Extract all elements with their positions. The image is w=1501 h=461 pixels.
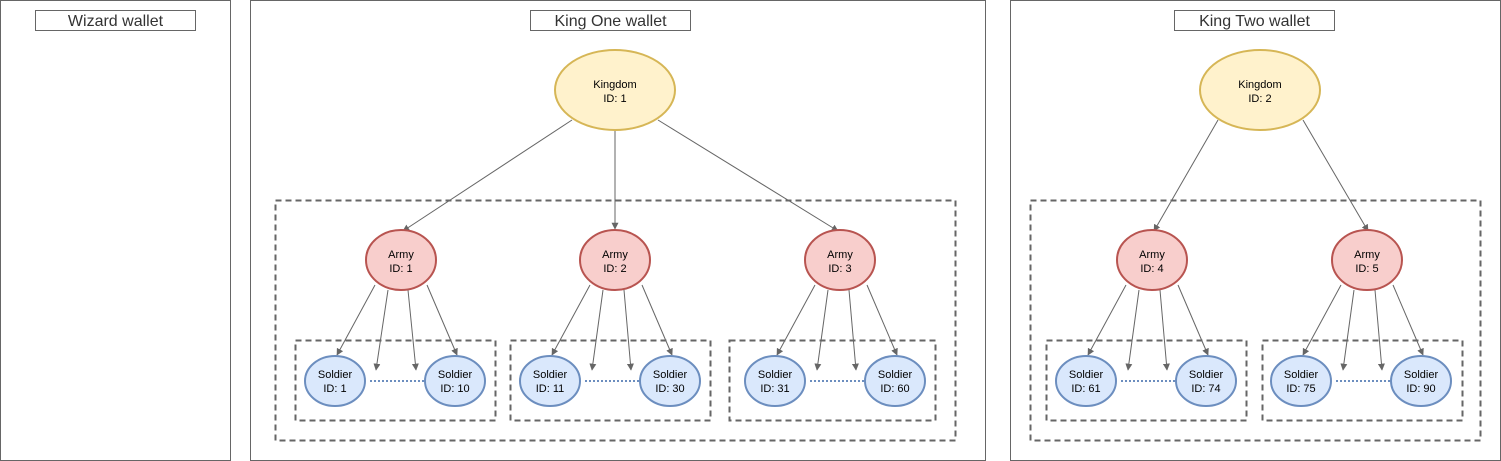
soldier-node — [304, 355, 366, 407]
edge-army1-soldier1 — [336, 284, 376, 356]
king-two-wallet-title: King Two wallet — [1199, 13, 1310, 30]
soldier-label: Soldier — [653, 369, 688, 381]
army-id: ID: 5 — [1355, 263, 1378, 275]
soldier-label: Soldier — [878, 369, 913, 381]
army-id: ID: 3 — [828, 263, 851, 275]
army-3-soldiers-group — [728, 339, 937, 422]
kingdom-label: Kingdom — [593, 79, 636, 91]
army-label: Army — [602, 249, 628, 261]
edge-army5-soldier-mid-b — [1374, 289, 1385, 371]
army-label: Army — [827, 249, 853, 261]
edge-army2-soldier-mid-b — [623, 289, 634, 371]
edge-army1-soldier-mid-a — [373, 289, 389, 371]
soldier-node — [864, 355, 926, 407]
wizard-wallet-title-box — [35, 10, 196, 31]
soldier-node — [1390, 355, 1452, 407]
edge-army2-soldier11 — [551, 284, 591, 356]
soldier-node — [1175, 355, 1237, 407]
edge-army1-soldier-mid-b — [407, 289, 419, 371]
edge-army3-soldier-mid-a — [814, 289, 829, 371]
soldier-label: Soldier — [1284, 369, 1319, 381]
edge-army2-soldier-mid-a — [589, 289, 604, 371]
army-1-soldiers-group — [294, 339, 497, 422]
edge-kingdom2-army5 — [1302, 119, 1369, 232]
soldier-id: ID: 10 — [440, 383, 469, 395]
soldier-label: Soldier — [1189, 369, 1224, 381]
soldier-id: ID: 75 — [1286, 383, 1315, 395]
army-id: ID: 4 — [1140, 263, 1163, 275]
army-id: ID: 2 — [603, 263, 626, 275]
edge-army5-soldier-mid-a — [1340, 289, 1355, 371]
army-node — [1116, 229, 1188, 291]
king-two-armies-group — [1029, 199, 1482, 442]
king-one-wallet-title-box — [530, 10, 691, 31]
soldier-id: ID: 31 — [760, 383, 789, 395]
soldier-label: Soldier — [1069, 369, 1104, 381]
edge-army3-soldier60 — [866, 284, 898, 356]
edge-army4-soldier74 — [1177, 284, 1209, 356]
soldier-label: Soldier — [533, 369, 568, 381]
soldier-label: Soldier — [438, 369, 473, 381]
edge-army4-soldier61 — [1087, 284, 1127, 356]
army-node — [804, 229, 876, 291]
army-label: Army — [1139, 249, 1165, 261]
edge-kingdom2-army4 — [1153, 119, 1219, 232]
edge-kingdom1-army1 — [402, 119, 573, 232]
soldier-node — [1055, 355, 1117, 407]
soldier-node — [1270, 355, 1332, 407]
wizard-wallet-title: Wizard wallet — [68, 13, 164, 30]
kingdom-node — [554, 49, 676, 131]
edge-army1-soldier10 — [426, 284, 458, 356]
soldier-id: ID: 1 — [323, 383, 346, 395]
edge-kingdom1-army3 — [657, 119, 839, 232]
soldier-label: Soldier — [1404, 369, 1439, 381]
edge-army4-soldier-mid-a — [1125, 289, 1140, 371]
army-label: Army — [1354, 249, 1380, 261]
soldier-label: Soldier — [318, 369, 353, 381]
wizard-wallet-panel — [0, 0, 231, 461]
soldier-id: ID: 30 — [655, 383, 684, 395]
edge-army2-soldier30 — [641, 284, 673, 356]
soldier-id: ID: 74 — [1191, 383, 1220, 395]
soldier-node — [424, 355, 486, 407]
edge-army3-soldier31 — [776, 284, 816, 356]
soldier-node — [639, 355, 701, 407]
army-node — [579, 229, 651, 291]
king-two-wallet-title-box — [1174, 10, 1335, 31]
army-node — [365, 229, 437, 291]
army-5-soldiers-group — [1261, 339, 1464, 422]
king-one-wallet-title: King One wallet — [554, 13, 667, 30]
kingdom-label: Kingdom — [1238, 79, 1281, 91]
edge-army3-soldier-mid-b — [848, 289, 859, 371]
soldier-label: Soldier — [758, 369, 793, 381]
soldier-id: ID: 11 — [536, 383, 565, 395]
soldier-node — [519, 355, 581, 407]
edge-army4-soldier-mid-b — [1159, 289, 1170, 371]
army-4-soldiers-group — [1045, 339, 1248, 422]
soldier-id: ID: 90 — [1406, 383, 1435, 395]
army-2-soldiers-group — [509, 339, 712, 422]
kingdom-id: ID: 1 — [603, 93, 626, 105]
edge-army5-soldier90 — [1392, 284, 1424, 356]
soldier-node — [744, 355, 806, 407]
edge-army5-soldier75 — [1302, 284, 1342, 356]
army-node — [1331, 229, 1403, 291]
soldier-id: ID: 61 — [1071, 383, 1100, 395]
army-id: ID: 1 — [389, 263, 412, 275]
kingdom-node — [1199, 49, 1321, 131]
soldier-id: ID: 60 — [880, 383, 909, 395]
army-label: Army — [388, 249, 414, 261]
kingdom-id: ID: 2 — [1248, 93, 1271, 105]
